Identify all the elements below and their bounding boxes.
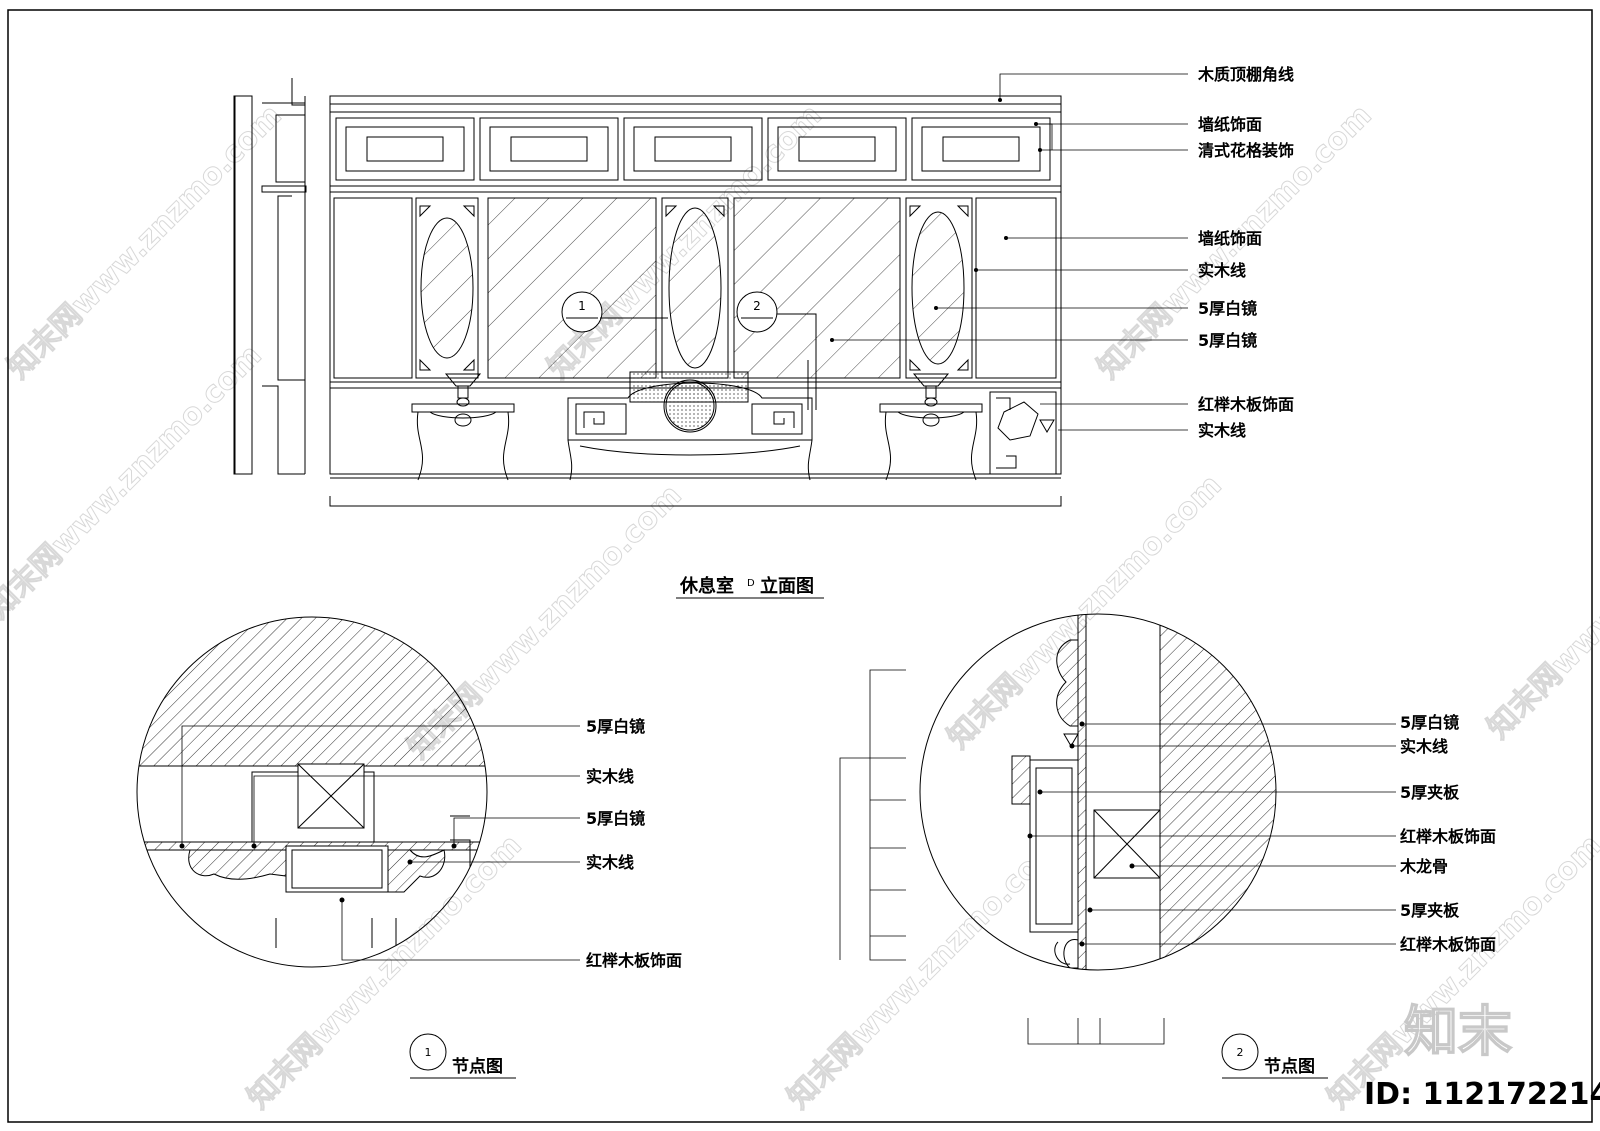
d2-label-wood-keel: 木龙骨	[1399, 857, 1448, 876]
elevation-leader-dots	[830, 98, 1042, 342]
watermark-text: 知末网www.znzmo.com	[1321, 828, 1600, 1116]
d1-label-solid-wood-trim: 实木线	[586, 853, 634, 872]
label-solid-wood-trim: 实木线	[1198, 421, 1246, 440]
label-white-mirror: 5厚白镜	[1198, 331, 1257, 350]
elevation-drawing	[233, 78, 1062, 507]
oval-mirror-right	[905, 197, 973, 379]
elevation-title-text: 休息室	[679, 575, 734, 597]
elevation-title: 休息室 D 立面图	[676, 575, 824, 599]
large-mirror-left	[487, 197, 657, 379]
label-wood-ceiling-cornice: 木质顶棚角线	[1197, 65, 1294, 84]
label-beech-veneer: 红榉木板饰面	[1198, 395, 1294, 414]
large-mirror-right	[733, 197, 901, 379]
label-wallpaper-finish: 墙纸饰面	[1198, 229, 1262, 248]
callout-number-2: 2	[753, 299, 761, 313]
right-lattice-corner	[989, 391, 1057, 475]
detail-2-labels: 5厚白镜 实木线 5厚夹板 红榉木板饰面 木龙骨 5厚夹板 红榉木板饰面	[1399, 713, 1496, 954]
detail-1-title: 1 节点图	[409, 1033, 516, 1079]
detail-2-title: 2 节点图	[1221, 1033, 1328, 1079]
detail-2-number: 2	[1237, 1046, 1244, 1059]
callout-number-1: 1	[578, 299, 586, 313]
label-solid-wood-trim: 实木线	[1198, 261, 1246, 280]
d2-label-solid-wood-trim: 实木线	[1400, 737, 1448, 756]
elevation-labels: 木质顶棚角线 墙纸饰面 清式花格装饰 墙纸饰面 实木线 5厚白镜 5厚白镜 红榉…	[578, 65, 1294, 440]
d2-label-white-mirror: 5厚白镜	[1400, 713, 1459, 732]
d2-label-beech-veneer: 红榉木板饰面	[1400, 827, 1496, 846]
side-table-left	[411, 373, 515, 481]
logo-watermark: 知末	[1404, 1000, 1512, 1063]
d2-label-beech-veneer: 红榉木板饰面	[1400, 935, 1496, 954]
d1-label-solid-wood-trim: 实木线	[586, 767, 634, 786]
d1-label-beech-veneer: 红榉木板饰面	[586, 951, 682, 970]
label-white-mirror: 5厚白镜	[1198, 299, 1257, 318]
detail-2-drawing: 5厚白镜 实木线 5厚夹板 红榉木板饰面 木龙骨 5厚夹板 红榉木板饰面 2 节…	[839, 613, 1496, 1079]
callout-bubble-1	[561, 291, 668, 333]
label-wallpaper-finish: 墙纸饰面	[1198, 115, 1262, 134]
oval-mirror-left	[415, 197, 479, 379]
d2-label-plywood: 5厚夹板	[1400, 783, 1460, 802]
detail-1-drawing: 5厚白镜 实木线 5厚白镜 实木线 红榉木板饰面 1 节点图	[136, 616, 682, 1079]
detail-1-labels: 5厚白镜 实木线 5厚白镜 实木线 红榉木板饰面	[586, 717, 682, 970]
watermark-text: 知末网www.znzmo.com	[781, 828, 1069, 1116]
side-table-right	[879, 373, 983, 481]
detail-1-title-text: 节点图	[452, 1056, 503, 1077]
carved-bench	[567, 371, 813, 481]
d1-label-white-mirror: 5厚白镜	[586, 717, 645, 736]
callout-bubble-2	[736, 291, 817, 410]
elevation-frame	[329, 95, 1062, 475]
elevation-title-mark: D	[747, 578, 755, 589]
elevation-title-suffix: 立面图	[760, 575, 814, 597]
wallpaper-panel-right	[975, 197, 1057, 379]
detail-2-dimension-ladder	[839, 669, 1165, 1045]
watermark-text: 知末网www.znzmo.com	[1481, 458, 1600, 746]
lattice-frieze	[335, 117, 1051, 181]
label-qing-lattice: 清式花格装饰	[1198, 141, 1294, 160]
d2-label-plywood: 5厚夹板	[1400, 901, 1460, 920]
d1-label-white-mirror: 5厚白镜	[586, 809, 645, 828]
detail-2-title-text: 节点图	[1264, 1056, 1315, 1077]
image-id-text: ID: 1121722148	[1364, 1077, 1600, 1112]
left-profile	[233, 95, 236, 475]
elevation-leaders	[832, 73, 1188, 431]
sheet-border	[7, 9, 1593, 1123]
detail-1-number: 1	[425, 1046, 432, 1059]
watermark-text: 知末网www.znzmo.com	[0, 338, 269, 626]
wallpaper-panel-left	[333, 197, 413, 379]
